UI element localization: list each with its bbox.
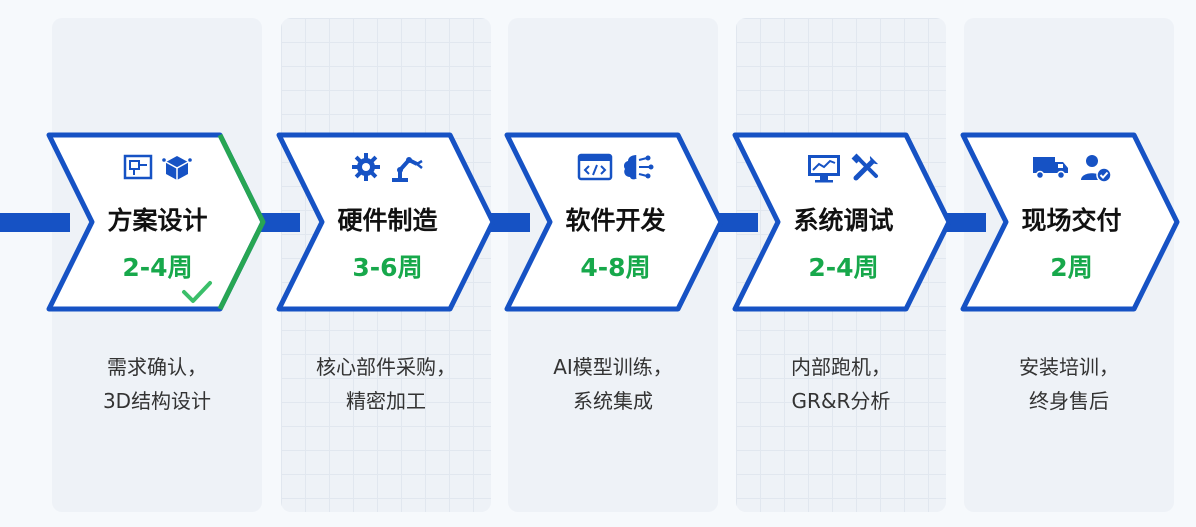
chevron-shape xyxy=(732,132,952,312)
connector-line xyxy=(0,213,70,232)
step-description: 需求确认， 3D结构设计 xyxy=(52,350,262,418)
step-title: 方案设计 xyxy=(107,206,208,235)
step-title: 硬件制造 xyxy=(337,206,438,235)
step-description: 内部跑机， GR&R分析 xyxy=(736,350,946,418)
step-5-chevron: 现场交付 2周 xyxy=(959,131,1184,313)
code-window-icon xyxy=(577,153,612,181)
chevron-shape xyxy=(504,132,724,312)
chevron-shape xyxy=(276,132,496,312)
truck-icon xyxy=(1032,157,1068,180)
step-duration: 2-4周 xyxy=(808,253,879,282)
step-duration: 4-8周 xyxy=(580,253,651,282)
chevron-shape xyxy=(960,132,1180,312)
user-badge-icon xyxy=(1080,155,1112,183)
description-line: 内部跑机， xyxy=(791,355,891,379)
monitor-chart-icon xyxy=(807,155,840,183)
step-description: 安装培训， 终身售后 xyxy=(964,350,1174,418)
step-title: 现场交付 xyxy=(1021,206,1122,235)
description-line: AI模型训练， xyxy=(553,355,673,379)
description-line: 安装培训， xyxy=(1019,355,1119,379)
description-line: 核心部件采购， xyxy=(316,355,456,379)
gear-icon xyxy=(351,153,380,181)
step-1-chevron: 方案设计 2-4周 xyxy=(45,131,270,313)
step-icons xyxy=(503,152,728,182)
step-icons xyxy=(275,152,500,184)
description-line: GR&R分析 xyxy=(791,389,891,413)
step-4-chevron: 系统调试 2-4周 xyxy=(731,131,956,313)
description-line: 终身售后 xyxy=(1029,389,1109,413)
step-description: AI模型训练， 系统集成 xyxy=(508,350,718,418)
description-line: 系统集成 xyxy=(573,389,653,413)
description-line: 3D结构设计 xyxy=(102,389,212,413)
description-line: 需求确认， xyxy=(107,355,207,379)
step-icons xyxy=(959,152,1184,184)
blueprint-icon xyxy=(123,154,152,180)
checkmark-icon xyxy=(182,281,212,303)
step-duration: 3-6周 xyxy=(352,253,423,282)
step-description: 核心部件采购， 精密加工 xyxy=(281,350,491,418)
step-3-chevron: 软件开发 4-8周 xyxy=(503,131,728,313)
step-icons xyxy=(45,152,270,184)
chevron-shape xyxy=(46,132,266,312)
robot-arm-icon xyxy=(391,157,423,182)
step-icons xyxy=(731,152,956,184)
tools-icon xyxy=(851,153,878,181)
step-2-chevron: 硬件制造 3-6周 xyxy=(275,131,500,313)
step-title: 软件开发 xyxy=(565,206,666,235)
step-duration: 2周 xyxy=(1050,253,1093,282)
step-duration: 2-4周 xyxy=(122,253,193,282)
cube-icon xyxy=(161,156,192,180)
description-line: 精密加工 xyxy=(346,389,426,413)
step-title: 系统调试 xyxy=(793,206,894,235)
brain-icon xyxy=(623,155,653,180)
